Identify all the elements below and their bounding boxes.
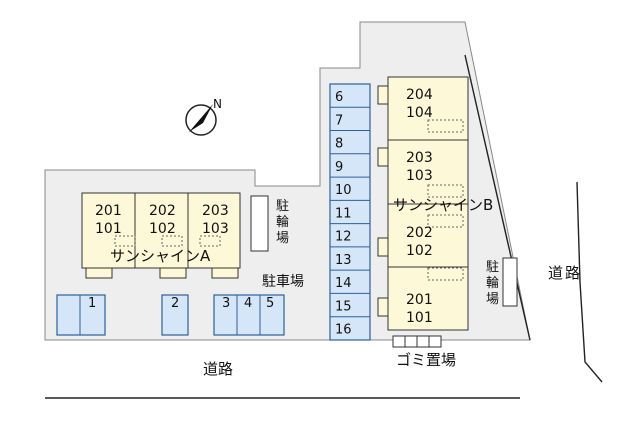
garbage-label: ゴミ置場 [396,351,456,369]
parking-column-spaces: 6 7 8 9 10 11 12 13 14 15 16 [330,90,370,338]
parking-space-7: 7 [335,113,343,128]
building-a-name: サンシャインA [110,247,211,265]
parking-space-10: 10 [335,183,352,198]
road-right-label-char-2: 路 [565,264,580,282]
building-a-unit-1-upper: 201 [95,203,122,219]
building-b-unit-2-lower: 103 [406,168,433,184]
lot-right-edge [464,54,531,341]
building-b-name: サンシャインB [393,196,493,214]
parking-space-15: 15 [335,299,352,314]
compass-north-label: N [213,97,222,111]
bicycle-parking-left-char-1: 駐 [276,199,289,214]
parking-space-12: 12 [335,230,352,245]
parking-space-6: 6 [335,90,343,105]
bicycle-parking-left-char-2: 輪 [276,214,289,230]
parking-space-1: 1 [88,296,96,311]
bicycle-parking-left-char-3: 場 [276,231,289,246]
parking-space-3: 3 [222,296,230,311]
bicycle-parking-right-char-1: 駐 [486,260,499,275]
parking-space-16: 16 [335,323,352,338]
parking-space-9: 9 [335,160,343,175]
building-a-unit-2-lower: 102 [149,221,176,237]
parking-space-2: 2 [171,296,179,311]
building-b-unit-4-lower: 101 [406,310,433,326]
parking-column [329,83,371,341]
road-right-line [576,181,603,383]
road-bottom-label: 道路 [203,360,233,378]
building-b-unit-3-upper: 202 [406,225,433,241]
parking-space-4: 4 [244,296,252,311]
bicycle-parking-right-char-2: 輪 [486,275,499,291]
building-b-unit-2-upper: 203 [406,150,433,166]
building-b-unit-3-lower: 102 [406,243,433,259]
parking-space-11: 11 [335,206,352,221]
building-a-unit-3-upper: 203 [202,203,229,219]
compass-icon: N [185,97,222,136]
building-b-unit-4-upper: 201 [406,292,433,308]
parking-bottom-row [56,294,285,336]
bicycle-parking-left [250,195,269,252]
building-a-unit-3-lower: 103 [202,221,229,237]
parking-space-8: 8 [335,137,343,152]
building-a: 201 101 202 102 203 103 サンシャインA [81,192,241,279]
bicycle-parking-right [502,257,518,307]
parking-space-13: 13 [335,253,352,268]
building-b-unit-1-lower: 104 [406,105,433,121]
building-b: 204 104 203 103 202 102 201 101 サンシャインB [377,76,493,331]
parking-space-5: 5 [266,296,274,311]
road-right-label-char-1: 道 [548,264,563,282]
building-b-unit-1-upper: 204 [406,87,433,103]
parking-label: 駐車場 [262,273,304,290]
building-a-unit-2-upper: 202 [149,203,176,219]
building-a-unit-1-lower: 101 [95,221,122,237]
bicycle-parking-right-char-3: 場 [486,292,499,307]
parking-space-14: 14 [335,276,352,291]
